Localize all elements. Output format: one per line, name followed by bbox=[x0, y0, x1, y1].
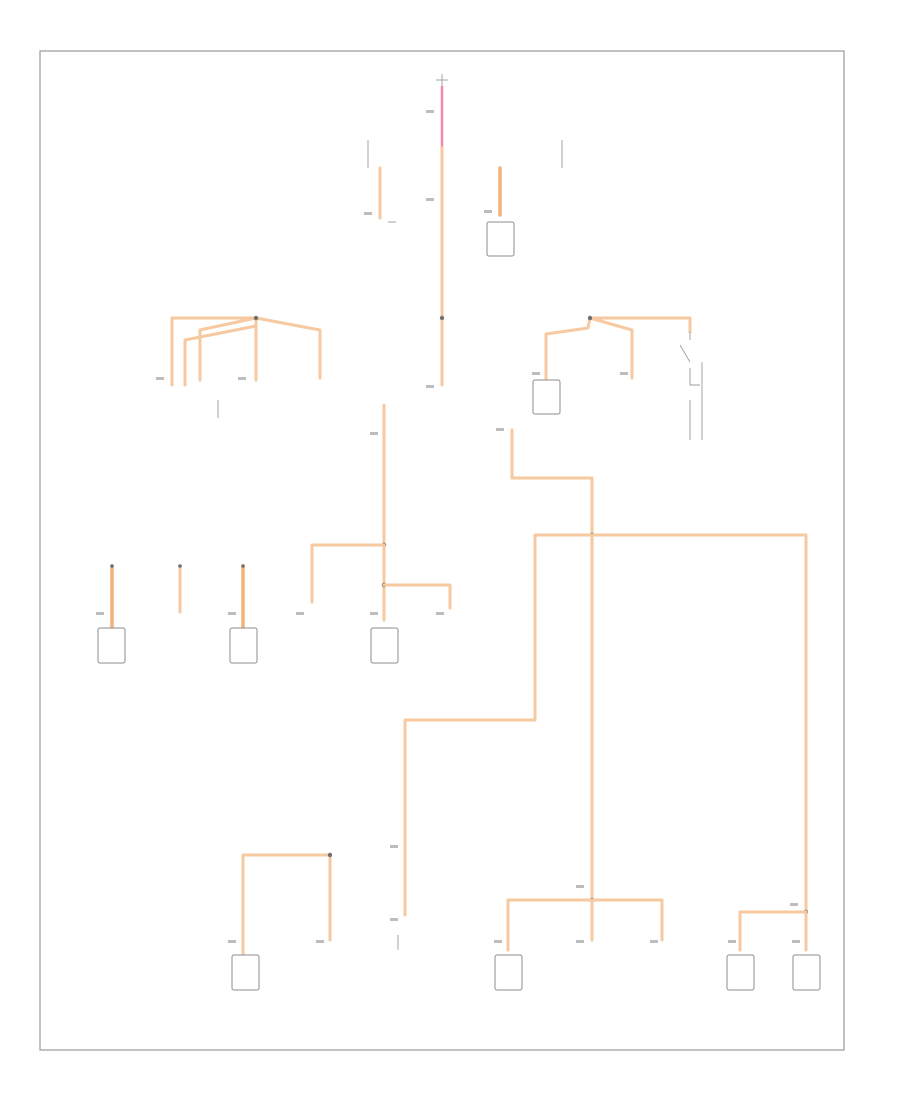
center-trunk bbox=[310, 403, 452, 622]
component-box bbox=[486, 221, 515, 257]
connector-marks bbox=[96, 110, 800, 943]
upper-right-branch bbox=[532, 315, 703, 440]
upper-left-branch bbox=[170, 315, 322, 418]
right-trunk bbox=[397, 428, 809, 952]
bottom-left-group bbox=[231, 852, 333, 991]
fuse-row bbox=[367, 140, 563, 387]
diagram-frame bbox=[39, 50, 845, 1051]
bottom-right-components bbox=[494, 954, 821, 991]
top-feed bbox=[436, 74, 448, 148]
middle-row bbox=[97, 564, 399, 664]
splice bbox=[439, 315, 445, 321]
